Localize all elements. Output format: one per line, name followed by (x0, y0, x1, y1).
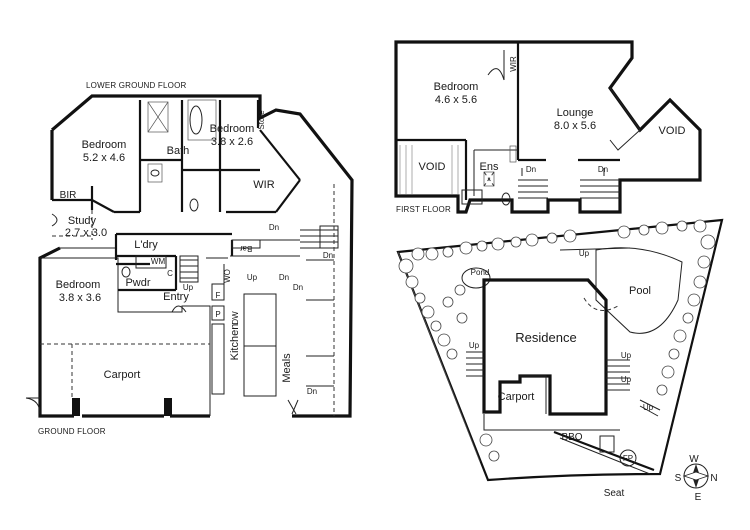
bedroom1-name: Bedroom (82, 139, 127, 151)
hall-dn: Dn (269, 223, 279, 232)
ground-floor-plan (25, 94, 354, 418)
lounge-dims: 8.0 x 5.6 (554, 120, 596, 132)
bbq-name: BBQ (561, 432, 582, 443)
ground-floor-label: GROUND FLOOR (38, 427, 106, 436)
first-bedroom-name: Bedroom (434, 81, 479, 93)
site-up-right-3: Up (643, 403, 654, 412)
entry-up: Up (183, 283, 194, 292)
ground-wir-name: WIR (253, 179, 274, 191)
first-dn-right: Dn (598, 165, 608, 174)
bedroom2-dims: 3.8 x 2.6 (211, 136, 253, 148)
pool-name: Pool (629, 285, 651, 297)
bedroom2-name: Bedroom (210, 123, 255, 135)
compass-rose (682, 463, 710, 489)
meals-dn-1: Dn (293, 283, 303, 292)
powder-name: Pwdr (125, 277, 150, 289)
meals-name: Meals (281, 353, 293, 383)
stair-dn: Dn (323, 251, 333, 260)
compass-n: N (710, 473, 717, 484)
bath-name: Bath (167, 145, 190, 157)
first-bedroom-dims: 4.6 x 5.6 (435, 94, 477, 106)
kitchen-up: Up (247, 273, 258, 282)
bedroom1-dims: 5.2 x 4.6 (83, 152, 125, 164)
study-name: Study (68, 215, 97, 227)
first-floor-label: FIRST FLOOR (396, 205, 451, 214)
wo-name: WO (223, 269, 232, 283)
bedroom3-dims: 3.8 x 3.6 (59, 292, 101, 304)
first-dn-left: Dn (526, 165, 536, 174)
pond-name: Pond (471, 268, 490, 277)
residence-name: Residence (515, 330, 576, 345)
ensuite-name: Ens (480, 161, 499, 173)
dw-name: DW (231, 311, 240, 325)
wm-name: WM (151, 257, 166, 266)
void-left: VOID (419, 161, 446, 173)
compass-w: W (689, 454, 699, 465)
site-up-right-1: Up (621, 351, 632, 360)
carport-name: Carport (104, 369, 141, 381)
compass-e: E (695, 492, 702, 503)
lounge-name: Lounge (557, 107, 594, 119)
store-name: Store (257, 110, 266, 130)
first-wir-name: WIR (509, 56, 518, 72)
first-floor-plan (394, 40, 702, 214)
site-plan (396, 218, 724, 482)
lower-ground-floor-label: LOWER GROUND FLOOR (86, 81, 187, 90)
bedroom3-name: Bedroom (56, 279, 101, 291)
fp-name: FP (623, 454, 633, 463)
pantry-name: P (215, 310, 220, 319)
site-up-right-2: Up (621, 375, 632, 384)
kitchen-name: Kitchen (229, 324, 241, 361)
site-up-top: Up (579, 249, 590, 258)
bir-name: BIR (60, 190, 77, 201)
seat-name: Seat (604, 488, 625, 499)
kitchen-dn: Dn (279, 273, 289, 282)
c-name: C (167, 269, 173, 278)
entry-name: Entry (163, 291, 189, 303)
fridge-name: F (216, 291, 221, 300)
site-up-left: Up (469, 341, 480, 350)
void-right: VOID (659, 125, 686, 137)
study-dims: 2.7 x 3.0 (65, 227, 107, 239)
laundry-name: L'dry (134, 239, 158, 251)
compass-s: S (675, 473, 682, 484)
site-carport-name: Carport (498, 391, 535, 403)
site-trees (398, 219, 716, 462)
bar-name: Bar (239, 244, 252, 253)
meals-dn-2: Dn (307, 387, 317, 396)
